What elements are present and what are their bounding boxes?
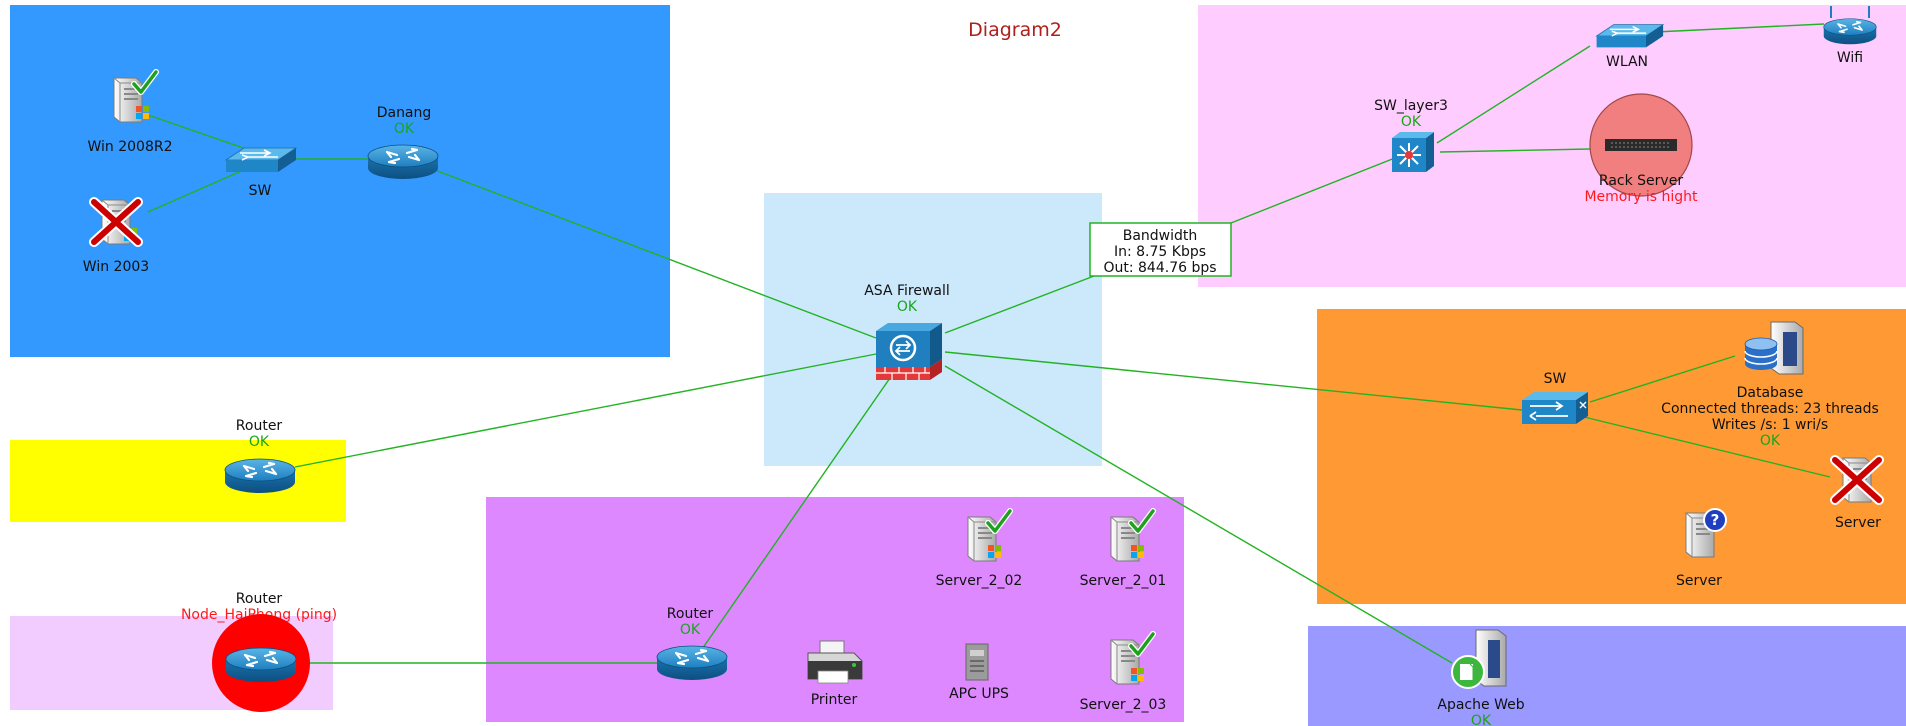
server-unknown-node[interactable]: ? Server: [1676, 508, 1727, 589]
zone-lavender: [1308, 626, 1906, 726]
node-label: Router: [236, 418, 283, 434]
node-label: Win 2003: [83, 259, 149, 275]
server-2-02-node[interactable]: Server_2_02: [936, 511, 1023, 589]
node-label: Win 2008R2: [87, 139, 172, 155]
node-label: Server_2_02: [936, 573, 1023, 589]
server-2-03-node[interactable]: Server_2_03: [1080, 634, 1167, 713]
node-label: Printer: [811, 692, 858, 708]
router-icon: [224, 646, 298, 684]
bandwidth-title: Bandwidth: [1123, 228, 1198, 244]
node-label: Apache Web: [1437, 697, 1524, 713]
node-label: Server: [1835, 515, 1881, 531]
server-unknown-icon: ?: [1685, 508, 1727, 558]
wifi-router-icon: [1822, 6, 1878, 46]
router-yellow-node[interactable]: Router OK: [223, 418, 297, 495]
zone-danang: [10, 5, 670, 357]
rack-server-node[interactable]: Rack Server Memory is hight: [1584, 93, 1698, 205]
router-purple-node[interactable]: Router OK: [655, 606, 729, 682]
database-node[interactable]: Database Connected threads: 23 threads W…: [1661, 321, 1879, 449]
node-label: Server: [1676, 573, 1722, 589]
apc-ups-node[interactable]: APC UPS: [949, 643, 1009, 702]
status-text: OK: [1401, 114, 1422, 130]
database-server-icon: [1744, 321, 1804, 375]
svg-text:?: ?: [1711, 511, 1720, 529]
rack-server-icon: [1589, 93, 1693, 197]
bandwidth-out: Out: 844.76 bps: [1103, 260, 1216, 276]
zone-purple: [486, 497, 1184, 722]
node-label: Database: [1737, 385, 1804, 401]
server-down-node[interactable]: Server: [1835, 458, 1881, 531]
router-icon: [366, 143, 440, 181]
win-2003-node[interactable]: Win 2003: [83, 200, 149, 275]
node-label: SW: [1544, 371, 1567, 387]
node-label: Rack Server: [1599, 173, 1683, 189]
status-text: OK: [394, 121, 415, 137]
links: [147, 23, 1831, 664]
alert-text: Memory is hight: [1584, 189, 1698, 205]
win-2008r2-node[interactable]: Win 2008R2: [87, 72, 173, 155]
node-label: APC UPS: [949, 686, 1009, 702]
node-label: Server_2_03: [1080, 697, 1167, 713]
zone-orange: [1317, 309, 1906, 604]
ups-icon: [965, 643, 989, 681]
printer-node[interactable]: Printer: [807, 640, 863, 708]
status-text: OK: [1760, 433, 1781, 449]
server-2-01-node[interactable]: Server_2_01: [1080, 511, 1167, 589]
node-label: ASA Firewall: [864, 283, 950, 299]
node-label: Router: [667, 606, 714, 622]
router-icon: [223, 457, 297, 495]
database-metric-writes: Writes /s: 1 wri/s: [1712, 417, 1828, 433]
node-label: SW_layer3: [1374, 98, 1448, 114]
layer3-switch-icon: [1392, 132, 1434, 172]
database-metric-threads: Connected threads: 23 threads: [1661, 401, 1879, 417]
zone-yellow: [10, 440, 346, 522]
status-text: OK: [680, 622, 701, 638]
node-label: WLAN: [1606, 54, 1648, 70]
router-haiphong-node[interactable]: Router Node_HaiPhong (ping): [181, 591, 337, 712]
router-icon: [655, 644, 729, 682]
wifi-node[interactable]: Wifi: [1822, 6, 1878, 66]
sw-danang-node[interactable]: SW: [225, 147, 297, 199]
node-label: Danang: [377, 105, 432, 121]
bandwidth-box[interactable]: Bandwidth In: 8.75 Kbps Out: 844.76 bps: [1089, 222, 1232, 277]
diagram-title: Diagram2: [968, 19, 1062, 41]
node-label: SW: [249, 183, 272, 199]
status-text: OK: [1471, 713, 1492, 726]
node-label: Router: [236, 591, 283, 607]
printer-icon: [807, 640, 863, 684]
apache-web-node[interactable]: Apache Web OK: [1437, 629, 1525, 726]
node-label: Wifi: [1837, 50, 1863, 66]
bandwidth-in: In: 8.75 Kbps: [1114, 244, 1206, 260]
danang-router-node[interactable]: Danang OK: [366, 105, 440, 181]
status-text: OK: [897, 299, 918, 315]
asa-firewall-node[interactable]: ASA Firewall OK: [864, 283, 950, 380]
wlan-node[interactable]: WLAN: [1595, 23, 1664, 70]
status-text: OK: [249, 434, 270, 450]
node-label: Server_2_01: [1080, 573, 1167, 589]
sw-layer3-node[interactable]: SW_layer3 OK: [1374, 98, 1448, 172]
sw-orange-node[interactable]: SW: [1522, 371, 1588, 424]
zone-servers: [1198, 5, 1906, 287]
web-server-icon: [1451, 629, 1507, 689]
switch-icon: [1522, 392, 1588, 424]
firewall-icon: [876, 323, 942, 380]
